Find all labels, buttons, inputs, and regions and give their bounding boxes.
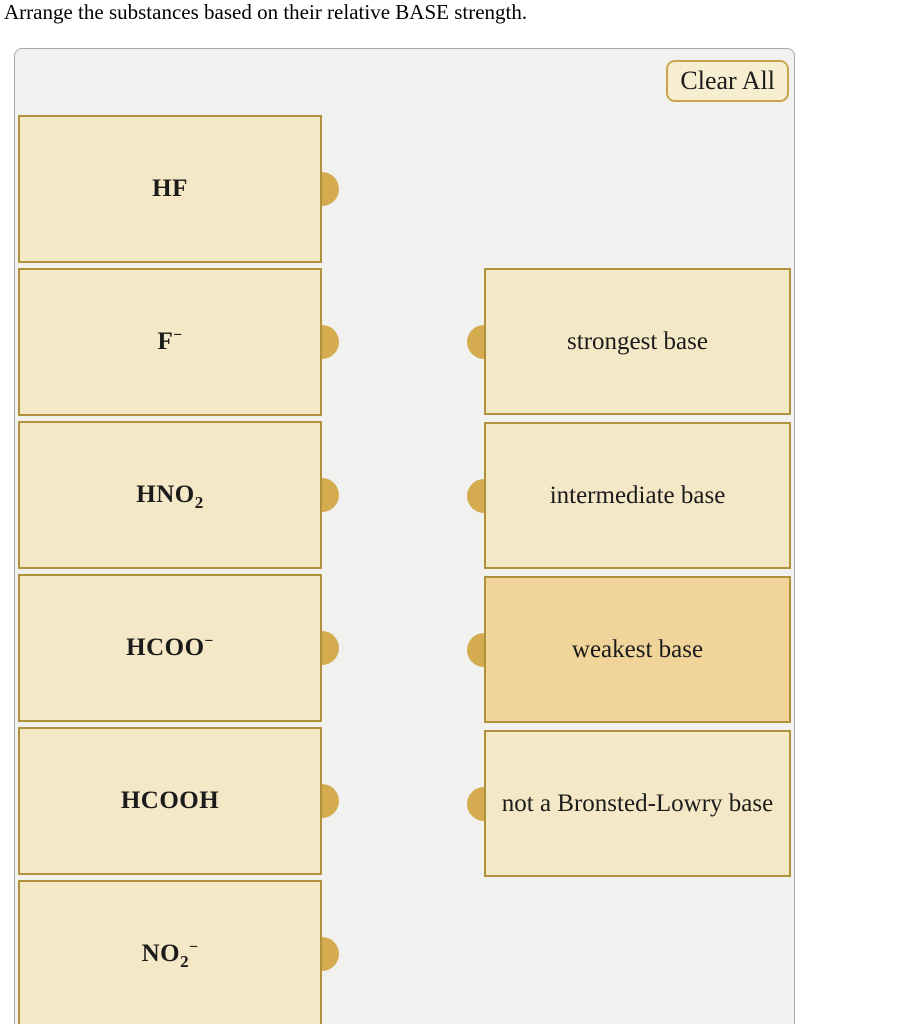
connector-knob-icon [322,325,339,359]
arrange-panel: Clear All HF F− HNO2 HCOO− HCOOH NO2− [14,48,795,1024]
connector-knob-icon [467,786,484,821]
substance-card-f[interactable]: F− [18,268,339,416]
substance-formula: HF [152,175,188,202]
substance-card-hcooh[interactable]: HCOOH [18,727,339,875]
connector-knob-icon [322,937,339,971]
substance-card-no2[interactable]: NO2− [18,880,339,1024]
substance-formula: HNO2 [136,481,204,512]
substance-formula: HCOO− [126,632,214,661]
target-intermediate-base[interactable]: intermediate base [467,422,791,569]
substance-list: HF F− HNO2 HCOO− HCOOH NO2− [18,115,339,1024]
target-weakest-base[interactable]: weakest base [467,576,791,723]
target-label: not a Bronsted-Lowry base [501,789,774,817]
substance-formula: HCOOH [120,787,220,814]
connector-knob-icon [322,631,339,665]
target-label: intermediate base [549,481,726,509]
target-strongest-base[interactable]: strongest base [467,268,791,415]
connector-knob-icon [322,784,339,818]
connector-knob-icon [467,478,484,513]
connector-knob-icon [467,632,484,667]
substance-card-hf[interactable]: HF [18,115,339,263]
target-not-bronsted-lowry-base[interactable]: not a Bronsted-Lowry base [467,730,791,877]
substance-formula: NO2− [141,938,199,971]
connector-knob-icon [322,478,339,512]
page-title: Arrange the substances based on their re… [4,0,528,24]
clear-all-button[interactable]: Clear All [666,60,789,102]
substance-card-hno2[interactable]: HNO2 [18,421,339,569]
substance-card-hcoo[interactable]: HCOO− [18,574,339,722]
connector-knob-icon [467,324,484,359]
target-label: strongest base [567,327,708,355]
target-list: strongest base intermediate base weakest… [467,268,791,884]
target-label: weakest base [571,635,704,663]
connector-knob-icon [322,172,339,206]
substance-formula: F− [157,326,183,355]
